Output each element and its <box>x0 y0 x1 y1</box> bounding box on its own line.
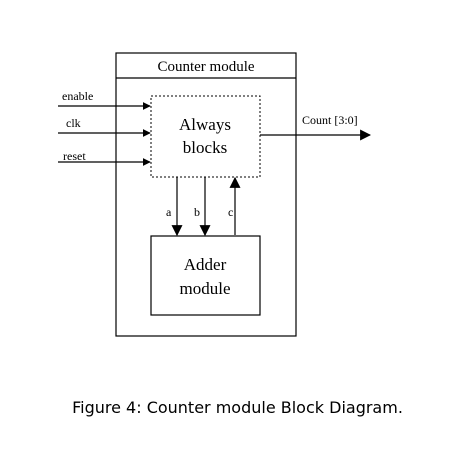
always-blocks-label-line1: Always <box>179 115 231 134</box>
adder-module-label-line1: Adder <box>184 255 227 274</box>
count-output-label: Count [3:0] <box>302 113 358 127</box>
counter-module-box <box>115 52 297 337</box>
signal-a-label: a <box>166 205 172 219</box>
signal-c-label: c <box>228 205 233 219</box>
clk-input-label: clk <box>66 116 81 130</box>
counter-module-block-diagram: Counter module Always blocks Adder modul… <box>58 52 372 337</box>
adder-module-box <box>150 235 261 316</box>
signal-b-label: b <box>194 205 200 219</box>
always-blocks-label-line2: blocks <box>183 138 227 157</box>
counter-module-title: Counter module <box>157 59 254 75</box>
enable-input-label: enable <box>62 89 93 103</box>
reset-input-label: reset <box>63 149 86 163</box>
adder-module-label-line2: module <box>180 279 231 298</box>
always-blocks-box <box>150 95 261 178</box>
figure-caption: Figure 4: Counter module Block Diagram. <box>72 398 403 417</box>
